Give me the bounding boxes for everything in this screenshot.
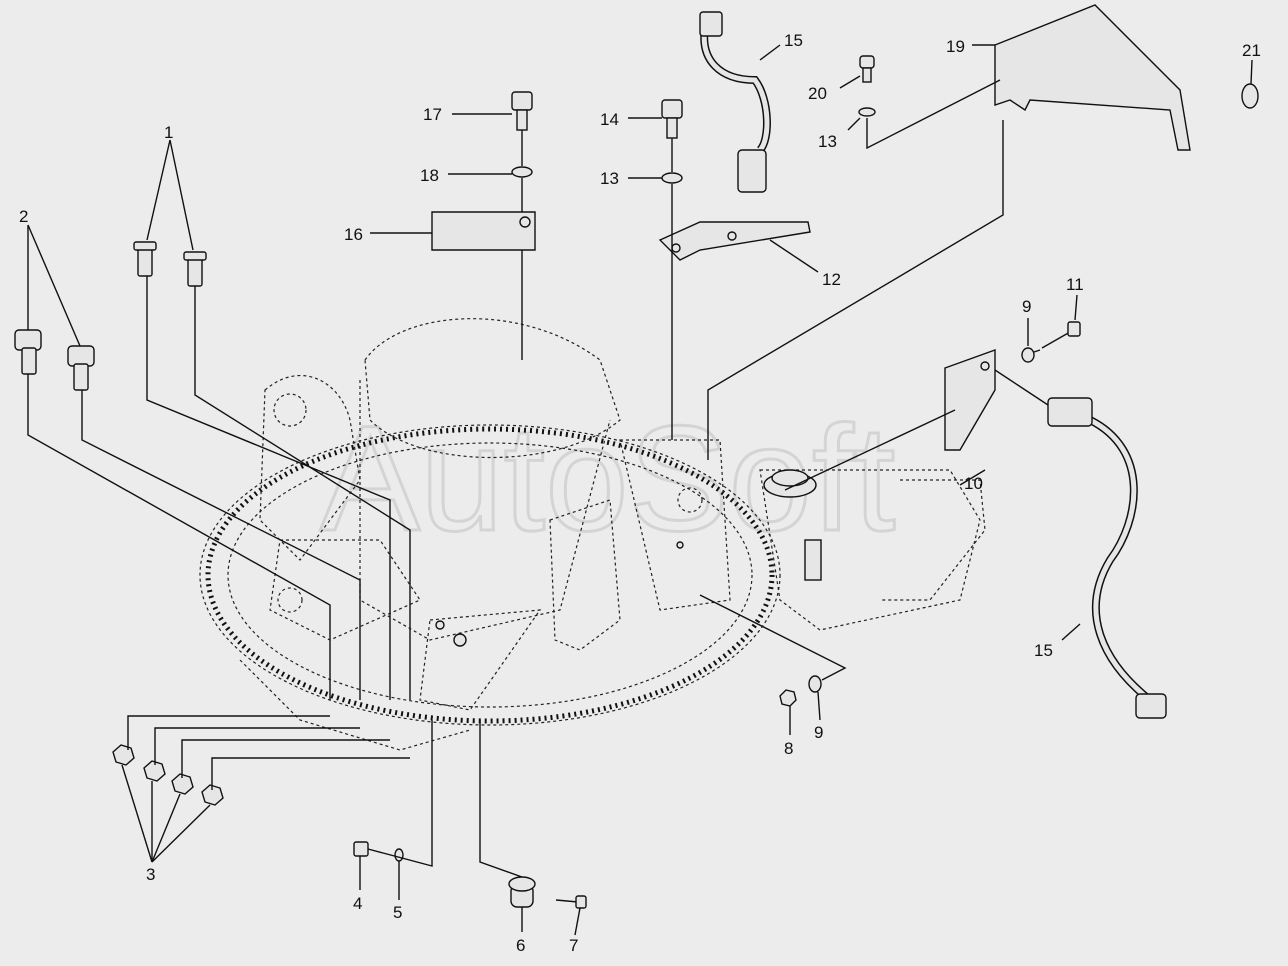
bolt-11	[1041, 321, 1081, 349]
nuts	[112, 744, 224, 806]
callout-15-upper: 15	[784, 31, 803, 50]
starter-motor	[759, 469, 986, 631]
callout-8: 8	[784, 739, 793, 758]
callout-5: 5	[393, 903, 402, 922]
bolt-4	[353, 841, 369, 857]
callout-17: 17	[423, 105, 442, 124]
washer-13-top	[858, 107, 876, 117]
callout-13-top: 13	[818, 132, 837, 151]
callout-21: 21	[1242, 41, 1261, 60]
callout-12: 12	[822, 270, 841, 289]
leader-lines	[27, 44, 1253, 936]
callout-20: 20	[808, 84, 827, 103]
callout-10: 10	[964, 474, 983, 493]
callout-1: 1	[164, 123, 173, 142]
block-16	[431, 211, 536, 251]
callout-14: 14	[600, 110, 619, 129]
callout-2: 2	[19, 207, 28, 226]
flywheel-housing	[199, 318, 781, 751]
washer-9-upper	[1021, 347, 1035, 363]
callout-9-upper: 9	[1022, 297, 1031, 316]
callout-13-center: 13	[600, 169, 619, 188]
callout-3: 3	[146, 865, 155, 884]
callout-9-lower: 9	[814, 723, 823, 742]
bolt-17	[511, 91, 533, 131]
clip-6	[508, 876, 536, 908]
stud-bolts	[133, 241, 207, 287]
cover-19	[994, 4, 1191, 151]
bracket-10	[944, 349, 996, 451]
callout-15-lower: 15	[1034, 641, 1053, 660]
callout-7: 7	[569, 936, 578, 955]
nut-8	[779, 689, 797, 707]
callout-4: 4	[353, 894, 362, 913]
hose-15-lower	[1088, 416, 1153, 704]
bracket-12	[658, 221, 811, 261]
callout-6: 6	[516, 936, 525, 955]
washer-13-center	[661, 172, 683, 184]
washer-5	[394, 848, 404, 862]
bolt-7	[555, 895, 587, 909]
washer-18	[511, 166, 533, 178]
callout-labels: 1 2 3 4 5 6 7 8 9 9 10 11 12 13 13 14 15…	[19, 31, 1261, 955]
grommet-21	[1241, 83, 1259, 109]
bolt-14	[661, 99, 683, 139]
callout-11: 11	[1066, 275, 1084, 294]
hose-15-upper	[700, 27, 771, 153]
washer-9-lower	[808, 675, 822, 693]
bolt-20	[859, 55, 875, 83]
callout-18: 18	[420, 166, 439, 185]
elbow-fittings	[14, 329, 95, 391]
callout-19: 19	[946, 37, 965, 56]
callout-16: 16	[344, 225, 363, 244]
